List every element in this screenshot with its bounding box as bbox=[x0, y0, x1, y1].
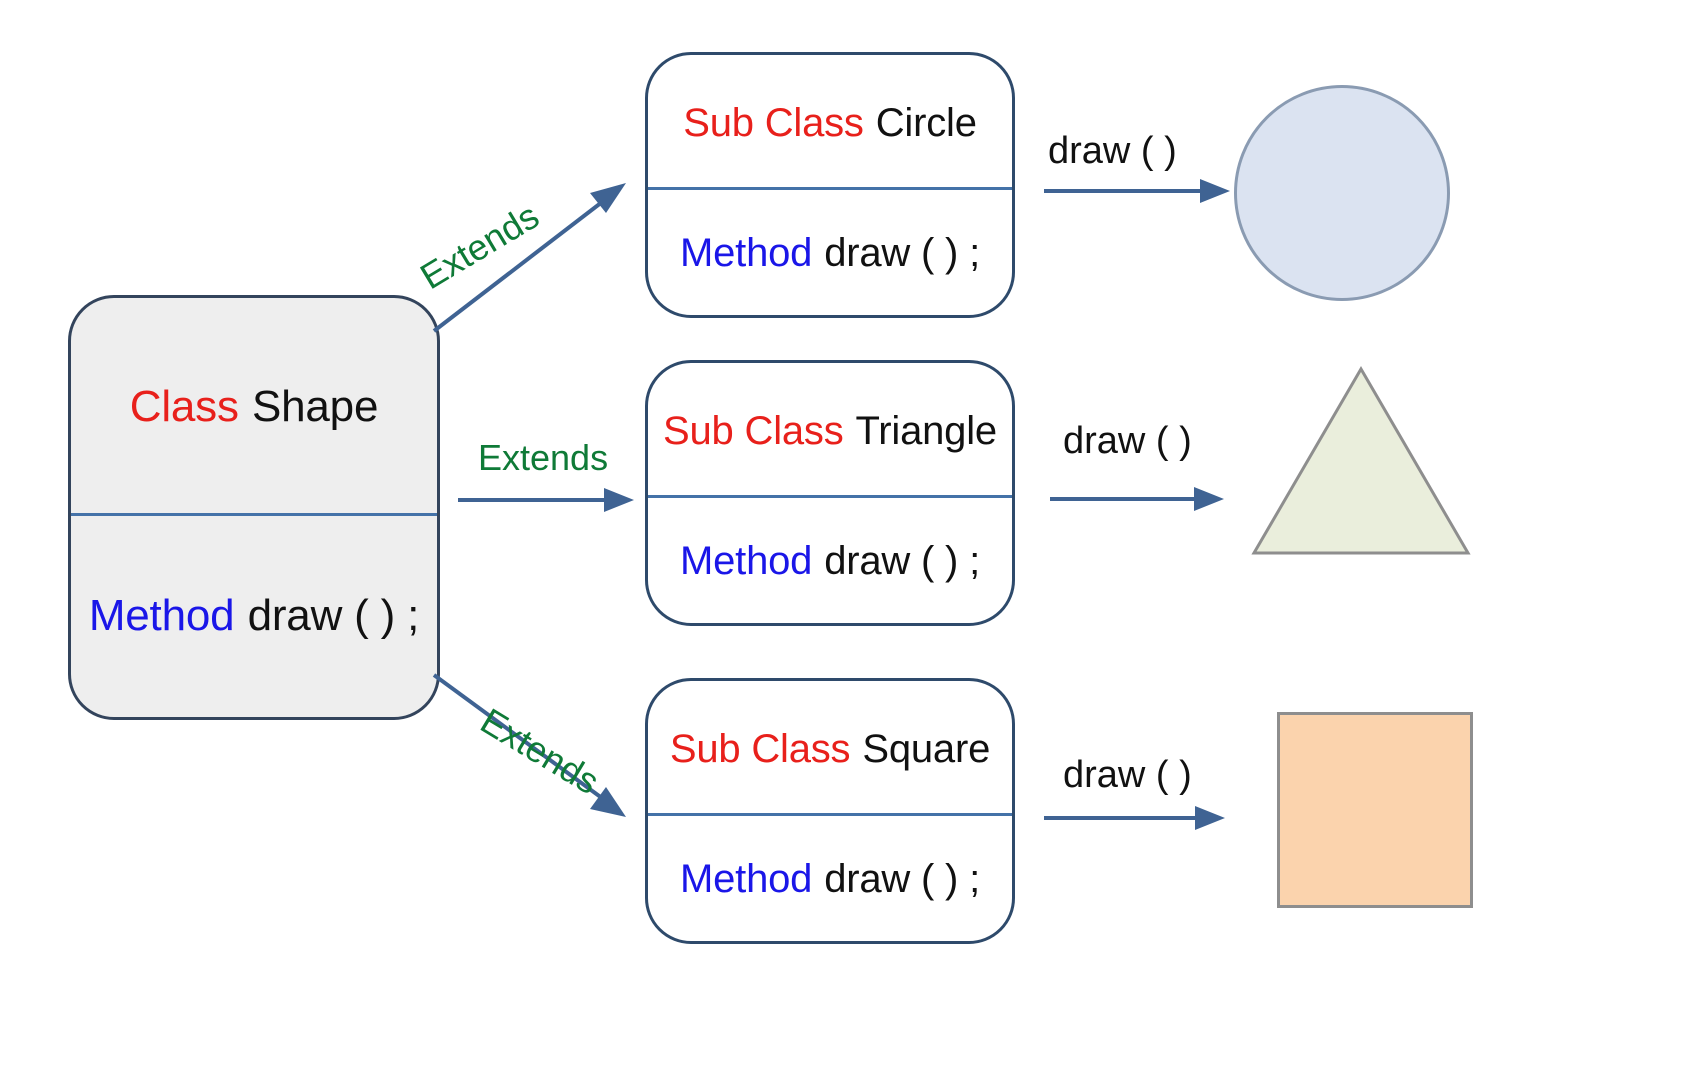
extends-arrow-triangle bbox=[458, 488, 634, 512]
result-shape-triangle bbox=[1251, 366, 1471, 555]
subclass-identifier: Circle bbox=[875, 100, 977, 145]
class-box-circle-divider bbox=[648, 187, 1012, 191]
method-signature: draw ( ) ; bbox=[824, 856, 980, 901]
draw-arrow-circle bbox=[1044, 179, 1230, 203]
subclass-identifier: Triangle bbox=[855, 408, 998, 453]
subclass-keyword: Sub Class bbox=[683, 100, 864, 145]
class-box-shape-divider bbox=[71, 512, 437, 516]
class-box-square-divider bbox=[648, 813, 1012, 817]
extends-label-square: Extends bbox=[473, 699, 607, 803]
draw-label-triangle: draw ( ) bbox=[1063, 420, 1192, 462]
method-signature: draw ( ) ; bbox=[247, 591, 420, 641]
method-keyword: Method bbox=[679, 856, 813, 901]
class-keyword: Class bbox=[129, 381, 239, 431]
method-keyword: Method bbox=[679, 230, 813, 275]
draw-arrow-square bbox=[1044, 806, 1225, 830]
subclass-keyword: Sub Class bbox=[669, 726, 851, 771]
method-signature: draw ( ) ; bbox=[824, 538, 980, 583]
subclass-identifier: Square bbox=[862, 726, 991, 771]
result-shape-circle bbox=[1234, 85, 1450, 301]
draw-label-circle: draw ( ) bbox=[1048, 130, 1177, 172]
class-identifier: Shape bbox=[251, 381, 379, 431]
subclass-keyword: Sub Class bbox=[663, 408, 844, 453]
method-keyword: Method bbox=[679, 538, 813, 583]
extends-label-triangle: Extends bbox=[478, 437, 609, 478]
class-box-triangle-divider bbox=[648, 495, 1012, 499]
draw-arrow-triangle bbox=[1050, 487, 1224, 511]
extends-label-circle: Extends bbox=[413, 195, 546, 298]
method-keyword: Method bbox=[88, 591, 235, 641]
method-signature: draw ( ) ; bbox=[824, 230, 980, 275]
result-shape-square bbox=[1277, 712, 1473, 908]
draw-label-square: draw ( ) bbox=[1063, 754, 1192, 796]
